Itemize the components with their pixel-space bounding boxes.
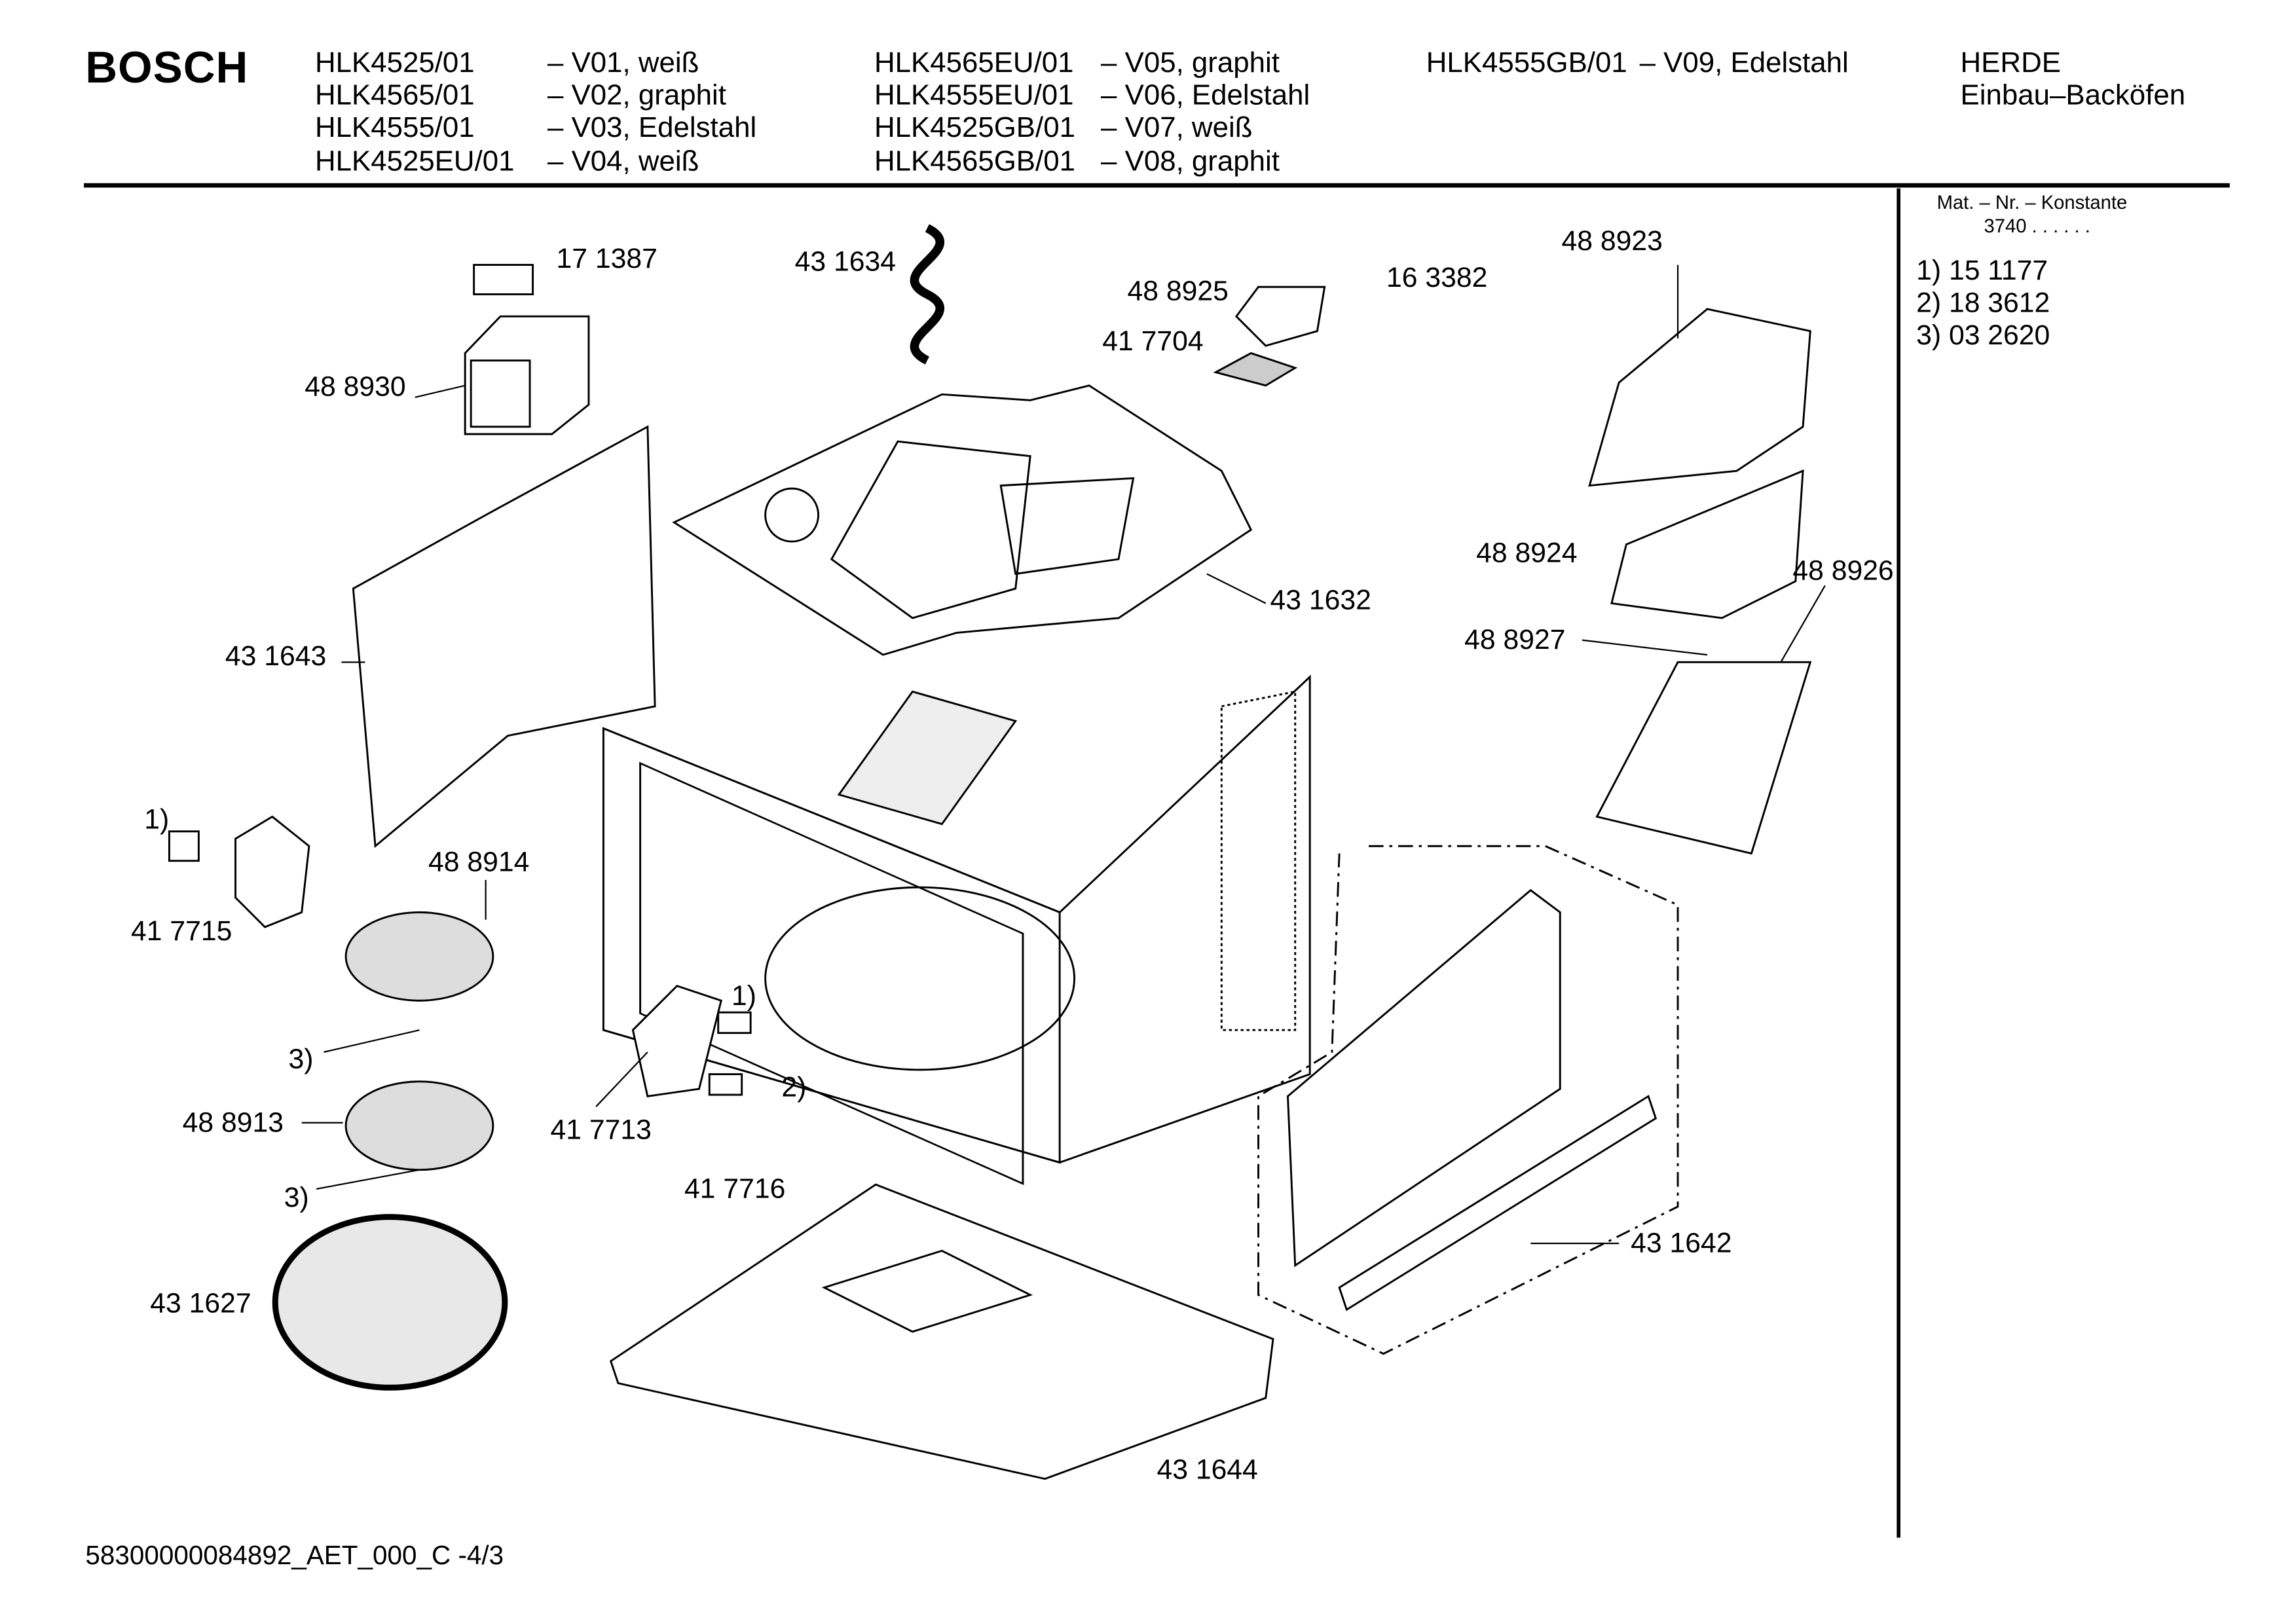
part-label: 43 1643	[225, 641, 327, 673]
model-variant: – V01, weiß	[547, 46, 699, 80]
rack-low-part	[344, 1080, 494, 1171]
footer-document-id: 58300000084892_AET_000_C -4/3	[85, 1541, 504, 1570]
model-variant: – V04, weiß	[547, 145, 699, 178]
switch-holder-part	[234, 815, 310, 928]
model-variant: – V03, Edelstahl	[547, 111, 757, 145]
reference-label: 3)	[288, 1044, 314, 1076]
model-variant: – V09, Edelstahl	[1639, 46, 1849, 80]
model-variant: – V02, graphit	[547, 79, 726, 112]
sidebar-constant: 3740 . . . . . .	[1984, 215, 2090, 237]
model-name: HLK4565EU/01	[874, 46, 1074, 80]
part-label: 48 8927	[1464, 625, 1566, 657]
reference-label: 1)	[144, 805, 170, 836]
rail-part	[1338, 1095, 1657, 1311]
part-label: 48 8923	[1561, 227, 1663, 258]
reference-label: 1)	[731, 981, 756, 1013]
model-variant: – V07, weiß	[1101, 111, 1253, 145]
part-label: 48 8914	[428, 847, 530, 879]
part-label: 43 1634	[794, 247, 896, 278]
part-label: 41 7704	[1102, 326, 1204, 358]
model-variant: – V05, graphit	[1101, 46, 1280, 80]
part-label: 43 1627	[150, 1289, 251, 1320]
switch-part	[168, 830, 200, 862]
rack-high-part	[344, 911, 494, 1002]
part-label: 48 8930	[305, 372, 406, 403]
sidebar-item: 3) 03 2620	[1916, 320, 2050, 352]
reference-label: 3)	[284, 1182, 309, 1215]
model-name: HLK4525/01	[314, 46, 475, 80]
housing-cover-part	[1588, 308, 1811, 487]
housing-base-part	[1610, 469, 1804, 619]
terminal-block-part	[1595, 661, 1812, 855]
model-variant: – V06, Edelstahl	[1101, 79, 1310, 112]
sidebar-item: 1) 15 1177	[1916, 256, 2048, 287]
side-cover-part	[1286, 888, 1561, 1268]
sidebar-item: 2) 18 3612	[1916, 288, 2050, 320]
reference-label: 2)	[781, 1072, 807, 1104]
oven-cavity-part	[602, 674, 1311, 1185]
model-name: HLK4525EU/01	[314, 145, 515, 178]
turntable-part	[272, 1214, 508, 1391]
cover-part	[1213, 352, 1298, 387]
model-name: HLK4555/01	[314, 111, 475, 145]
part-label: 48 8924	[1476, 538, 1578, 570]
part-label: 41 7713	[550, 1115, 652, 1146]
part-label: 43 1642	[1631, 1228, 1732, 1260]
part-label: 48 8926	[1792, 556, 1894, 587]
bottom-plate-part	[609, 1183, 1274, 1480]
model-variant: – V08, graphit	[1101, 145, 1280, 178]
fan-part	[1234, 285, 1326, 347]
assembly-outline	[1257, 845, 1679, 1355]
part-label: 48 8925	[1127, 276, 1229, 308]
side-panel-part	[352, 425, 656, 849]
sidebar-title: Mat. – Nr. – Konstante	[1936, 191, 2128, 213]
magnetron-part	[464, 264, 590, 435]
part-label: 17 1387	[556, 244, 657, 276]
category: HERDE	[1960, 46, 2061, 80]
brand-logo: BOSCH	[85, 44, 249, 93]
part-label: 16 3382	[1386, 263, 1488, 295]
heating-element-part	[910, 224, 944, 365]
model-name: HLK4525GB/01	[874, 111, 1075, 145]
part-label: 43 1632	[1270, 585, 1371, 617]
model-name: HLK4565GB/01	[874, 145, 1075, 178]
model-name: HLK4565/01	[314, 79, 475, 112]
model-name: HLK4555EU/01	[874, 79, 1074, 112]
model-name: HLK4555GB/01	[1426, 46, 1627, 80]
part-label: 41 7716	[684, 1174, 786, 1205]
door-switch-holder-part	[631, 985, 722, 1097]
part-label: 41 7715	[131, 917, 232, 948]
part-label: 43 1644	[1157, 1455, 1258, 1486]
part-label: 48 8913	[182, 1108, 284, 1139]
subcategory: Einbau–Backöfen	[1960, 79, 2186, 112]
top-cover-part	[672, 384, 1253, 656]
